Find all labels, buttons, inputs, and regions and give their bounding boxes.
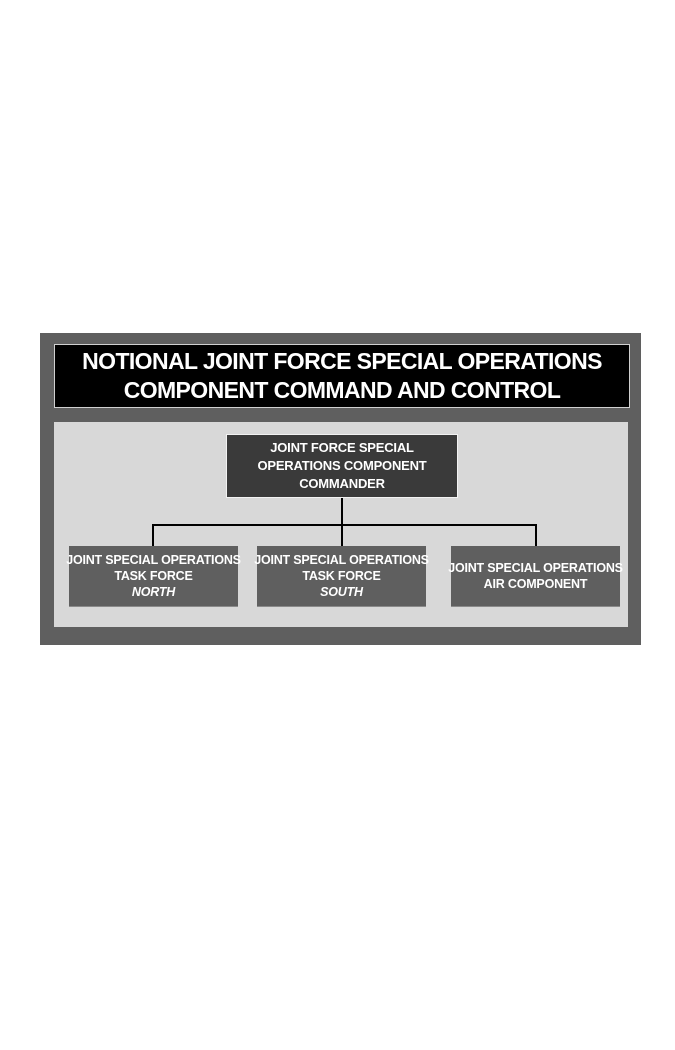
commander-line-1: JOINT FORCE SPECIAL bbox=[270, 440, 414, 455]
task-force-south-line-2: TASK FORCE bbox=[302, 569, 381, 583]
figure-title-line-2: COMPONENT COMMAND AND CONTROL bbox=[123, 377, 561, 403]
commander-line-3: COMMANDER bbox=[299, 476, 385, 491]
air-component-line-2: AIR COMPONENT bbox=[483, 577, 588, 591]
air-component-line-1: JOINT SPECIAL OPERATIONS bbox=[448, 561, 623, 575]
task-force-north-line-2: TASK FORCE bbox=[114, 569, 193, 583]
figure-frame: NOTIONAL JOINT FORCE SPECIAL OPERATIONS … bbox=[40, 333, 641, 645]
commander-line-2: OPERATIONS COMPONENT bbox=[257, 458, 427, 473]
figure-title: NOTIONAL JOINT FORCE SPECIAL OPERATIONS … bbox=[54, 344, 630, 408]
task-force-south-node: JOINT SPECIAL OPERATIONS TASK FORCE SOUT… bbox=[254, 546, 429, 607]
air-component-node: JOINT SPECIAL OPERATIONS AIR COMPONENT bbox=[448, 546, 623, 607]
figure-title-line-1: NOTIONAL JOINT FORCE SPECIAL OPERATIONS bbox=[82, 348, 602, 374]
task-force-north-line-1: JOINT SPECIAL OPERATIONS bbox=[66, 553, 241, 567]
task-force-north-node: JOINT SPECIAL OPERATIONS TASK FORCE NORT… bbox=[66, 546, 241, 607]
task-force-north-line-3: NORTH bbox=[131, 585, 176, 599]
commander-node: JOINT FORCE SPECIAL OPERATIONS COMPONENT… bbox=[226, 434, 458, 498]
task-force-south-line-3: SOUTH bbox=[320, 585, 363, 599]
task-force-south-line-1: JOINT SPECIAL OPERATIONS bbox=[254, 553, 429, 567]
org-chart-panel: JOINT FORCE SPECIAL OPERATIONS COMPONENT… bbox=[54, 422, 628, 627]
